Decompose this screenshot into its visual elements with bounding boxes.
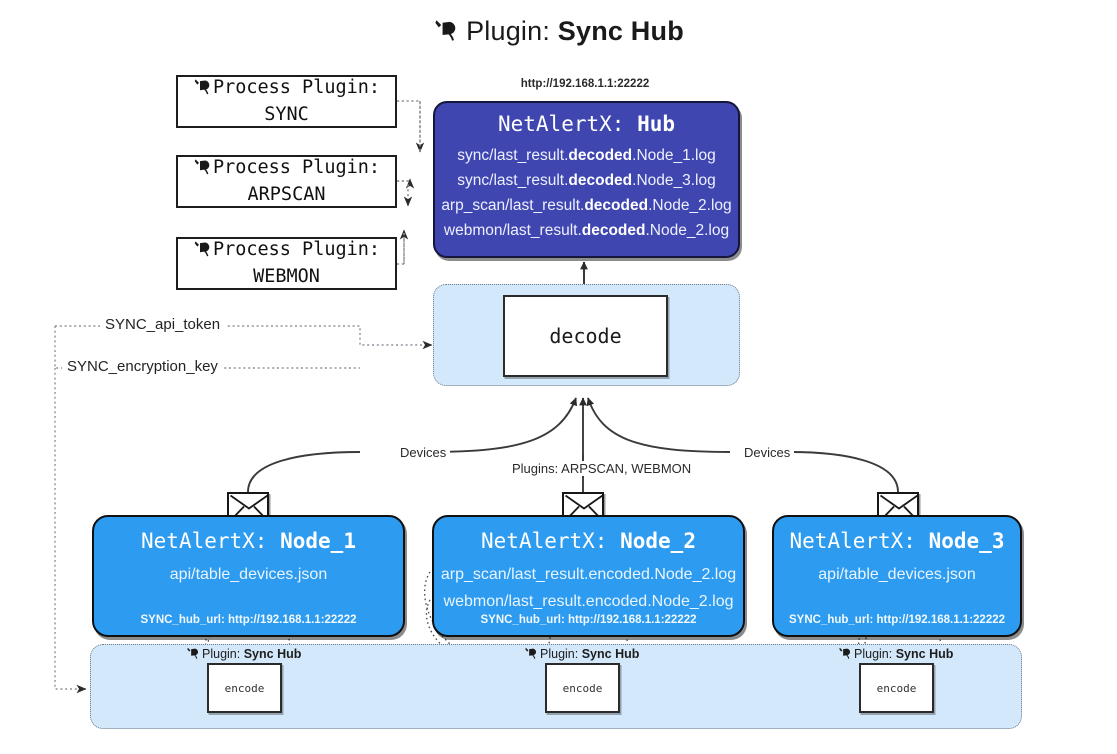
node-footer: SYNC_hub_url: http://192.168.1.1:22222 — [140, 614, 357, 626]
node-title: NetAlertX: Node_2 — [481, 529, 696, 553]
encoder-plugin-label: Plugin: Sync Hub — [186, 646, 301, 663]
node-title-name: Node_3 — [928, 529, 1005, 553]
title-prefix: Plugin: — [466, 16, 551, 46]
plug-icon — [193, 77, 212, 103]
encoder-plugin-label: Plugin: Sync Hub — [524, 646, 639, 663]
edge-label-devices-right: Devices — [740, 445, 795, 460]
node-log-line: api/table_devices.json — [818, 566, 976, 583]
node-title-prefix: NetAlertX: — [789, 529, 916, 553]
process-plugin-title: Process Plugin: — [212, 156, 381, 178]
encoder-plugin-name: Sync Hub — [581, 647, 640, 661]
node-title-prefix: NetAlertX: — [481, 529, 608, 553]
edge-label-devices-left: Devices — [396, 445, 451, 460]
hub-log-line: sync/last_result.decoded.Node_1.log — [457, 147, 716, 164]
plug-icon — [433, 17, 459, 50]
node-footer: SYNC_hub_url: http://192.168.1.1:22222 — [788, 614, 1006, 626]
plug-icon — [524, 646, 538, 663]
plug-icon — [193, 157, 212, 183]
encoder-plugin-prefix: Plugin: — [540, 647, 579, 661]
hub-title-prefix: NetAlertX: — [497, 112, 625, 136]
encoder-plugin-label: Plugin: Sync Hub — [838, 646, 953, 663]
process-plugin-name: SYNC — [264, 104, 309, 125]
node-title-prefix: NetAlertX: — [141, 529, 268, 553]
hub-log-line: sync/last_result.decoded.Node_3.log — [457, 172, 716, 190]
encode-box-node-2[interactable]: encode — [545, 663, 620, 713]
hub-node[interactable]: NetAlertX: Hub sync/last_result.decoded.… — [433, 101, 740, 258]
process-plugin-box-arpscan[interactable]: Process Plugin: ARPSCAN — [176, 155, 397, 208]
process-plugin-line1: Process Plugin: — [193, 76, 380, 103]
decode-box[interactable]: decode — [503, 295, 668, 377]
hub-log-line: arp_scan/last_result.decoded.Node_2.log — [441, 197, 732, 215]
config-path-label-encryption-key: SYNC_encryption_key — [62, 358, 223, 375]
encoder-plugin-prefix: Plugin: — [202, 647, 241, 661]
edge-label-plugins: Plugins: ARPSCAN, WEBMON — [508, 461, 696, 476]
encoder-plugin-name: Sync Hub — [243, 647, 302, 661]
encoder-plugin-prefix: Plugin: — [854, 647, 893, 661]
config-path-label-api-token: SYNC_api_token — [100, 316, 226, 333]
node-title-name: Node_2 — [620, 529, 696, 553]
node-log-line: arp_scan/last_result.encoded.Node_2.log — [440, 566, 737, 583]
title-name: Sync Hub — [557, 16, 684, 46]
page-title: Plugin: Sync Hub — [0, 16, 1117, 50]
hub-log-line: webmon/last_result.decoded.Node_2.log — [443, 222, 730, 240]
process-plugin-title: Process Plugin: — [212, 238, 381, 260]
encode-box-node-1[interactable]: encode — [207, 663, 282, 713]
process-plugin-title: Process Plugin: — [212, 76, 381, 98]
node-title: NetAlertX: Node_1 — [141, 529, 356, 553]
plug-icon — [838, 646, 852, 663]
process-plugin-line1: Process Plugin: — [193, 156, 380, 183]
process-plugin-name: WEBMON — [253, 266, 320, 287]
process-plugin-line1: Process Plugin: — [193, 238, 380, 265]
node-title-name: Node_1 — [280, 529, 356, 553]
hub-title-name: Hub — [637, 112, 676, 136]
node-box-node-2[interactable]: NetAlertX: Node_2 arp_scan/last_result.e… — [432, 515, 745, 637]
node-log-line: api/table_devices.json — [169, 566, 328, 583]
plug-icon — [186, 646, 200, 663]
encode-box-node-3[interactable]: encode — [859, 663, 934, 713]
encoder-plugin-name: Sync Hub — [895, 647, 954, 661]
process-plugin-box-sync[interactable]: Process Plugin: SYNC — [176, 75, 397, 128]
process-plugin-name: ARPSCAN — [247, 184, 326, 205]
node-box-node-1[interactable]: NetAlertX: Node_1 api/table_devices.json… — [92, 515, 405, 637]
plug-icon — [193, 239, 212, 265]
node-log-line: webmon/last_result.encoded.Node_2.log — [443, 593, 734, 610]
node-box-node-3[interactable]: NetAlertX: Node_3 api/table_devices.json… — [772, 515, 1022, 637]
node-footer: SYNC_hub_url: http://192.168.1.1:22222 — [480, 614, 697, 626]
hub-title: NetAlertX: Hub — [498, 112, 675, 136]
node-title: NetAlertX: Node_3 — [790, 529, 1005, 553]
hub-url-label: http://192.168.1.1:22222 — [520, 78, 650, 90]
process-plugin-box-webmon[interactable]: Process Plugin: WEBMON — [176, 237, 397, 290]
